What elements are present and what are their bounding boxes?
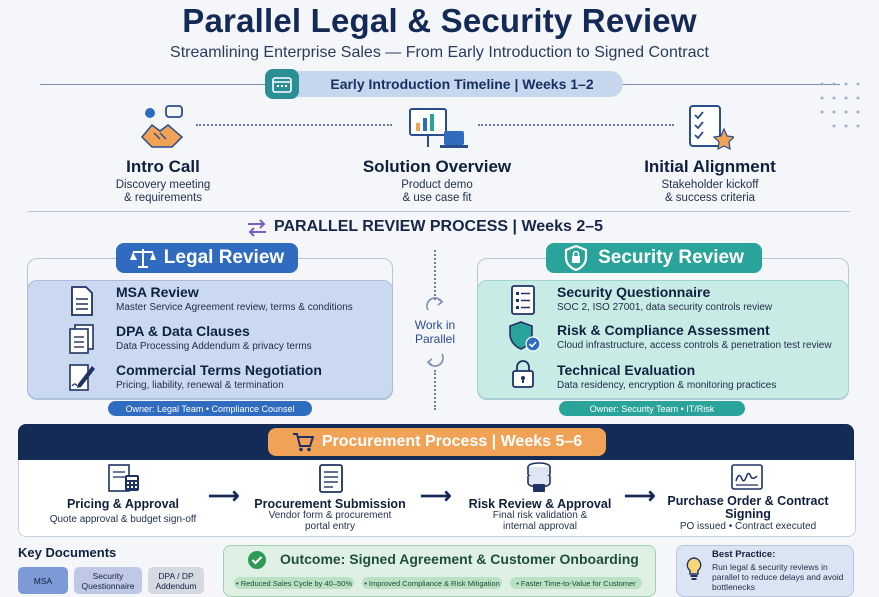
document-icon <box>71 286 93 316</box>
check-circle-icon <box>248 551 266 569</box>
procurement-step-title: Risk Review & Approval <box>468 497 612 511</box>
legal-review-title: Legal Review <box>116 243 298 273</box>
doc-security-questionnaire: Security Questionnaire <box>74 567 142 594</box>
documents-stack-icon <box>69 324 94 354</box>
legal-item-desc: Pricing, liability, renewal & terminatio… <box>116 380 284 391</box>
outcome-chip: • Faster Time-to-Value for Customer <box>510 577 642 589</box>
swap-arrows-icon <box>248 219 266 237</box>
checklist-star-icon <box>689 105 734 151</box>
contract-pen-icon <box>69 364 95 391</box>
calculator-document-icon <box>108 464 139 492</box>
work-in-parallel-line1: Work in <box>414 318 456 332</box>
page-subtitle: Streamlining Enterprise Sales — From Ear… <box>170 44 709 61</box>
security-item-desc: Data residency, encryption & monitoring … <box>557 380 777 391</box>
best-practice-panel <box>676 545 854 597</box>
security-review-title-text: Security Review <box>598 247 744 268</box>
timeline-connector <box>478 124 674 126</box>
outcome-chip: • Improved Compliance & Risk Mitigation <box>362 577 502 589</box>
stage-desc: Stakeholder kickoff <box>661 179 759 191</box>
procurement-step-title: Signing <box>725 507 771 521</box>
scales-icon <box>129 249 156 268</box>
procurement-step-desc: Vendor form & procurement <box>268 510 392 521</box>
security-item-title: Technical Evaluation <box>557 362 696 378</box>
security-item-title: Security Questionnaire <box>557 284 711 300</box>
stage-desc: Discovery meeting <box>115 179 211 191</box>
parallel-connector <box>434 370 436 410</box>
questionnaire-icon <box>511 285 535 315</box>
handshake-icon <box>140 105 184 148</box>
lightbulb-icon <box>686 557 702 580</box>
security-review-title: Security Review <box>546 243 762 273</box>
stage-desc: & requirements <box>124 192 202 204</box>
section-divider <box>28 211 850 212</box>
doc-msa: MSA <box>18 567 68 594</box>
cycle-arrow-icon <box>426 353 444 367</box>
security-item-title: Risk & Compliance Assessment <box>557 322 770 338</box>
signature-icon <box>731 464 763 490</box>
form-document-icon <box>319 464 343 493</box>
outcome-title: Outcome: Signed Agreement & Customer Onb… <box>280 551 639 567</box>
procurement-step-title: Pricing & Approval <box>66 497 180 511</box>
work-in-parallel-label: Work in Parallel <box>410 318 460 346</box>
timeline-label: Early Introduction Timeline | Weeks 1–2 <box>265 69 623 99</box>
right-arrow-icon: ⟶ <box>420 483 452 508</box>
legal-review-title-text: Legal Review <box>163 247 285 268</box>
stage-title: Initial Alignment <box>644 157 776 176</box>
page-title: Parallel Legal & Security Review <box>182 2 697 39</box>
work-in-parallel-line2: Parallel <box>414 332 456 346</box>
best-practice-text: Run legal & security reviews in parallel… <box>712 562 844 592</box>
cycle-arrow-icon <box>426 297 444 311</box>
shield-icon <box>565 245 588 271</box>
outcome-chip: • Reduced Sales Cycle by 40–50% <box>234 577 354 589</box>
dot-grid-decoration <box>820 82 860 128</box>
procurement-step-title: Purchase Order & Contract <box>667 494 829 508</box>
right-arrow-icon: ⟶ <box>624 483 656 508</box>
presentation-icon <box>409 108 468 148</box>
doc-dpa: DPA / DP Addendum <box>148 567 204 594</box>
security-item-desc: Cloud infrastructure, access controls & … <box>557 340 832 351</box>
legal-owner-badge: Owner: Legal Team • Compliance Counsel <box>108 401 312 416</box>
parallel-connector <box>434 250 436 300</box>
procurement-step-desc: Quote approval & budget sign-off <box>49 514 197 525</box>
stage-desc: & use case fit <box>402 192 472 204</box>
database-stack-icon <box>527 462 551 492</box>
legal-item-title: Commercial Terms Negotiation <box>116 362 322 378</box>
parallel-heading: PARALLEL REVIEW PROCESS | Weeks 2–5 <box>274 218 604 235</box>
calendar-icon <box>265 69 299 99</box>
procurement-title: Procurement Process | Weeks 5–6 <box>268 428 606 456</box>
stage-desc: Product demo <box>401 179 473 191</box>
procurement-step-desc: internal approval <box>503 521 577 532</box>
procurement-step-desc: portal entry <box>304 521 356 532</box>
timeline-connector <box>196 124 392 126</box>
stage-desc: & success criteria <box>664 192 756 204</box>
key-documents-label: Key Documents <box>18 545 117 560</box>
cart-icon <box>292 433 314 452</box>
legal-item-title: MSA Review <box>116 284 199 300</box>
best-practice-title: Best Practice: <box>712 549 776 560</box>
procurement-panel <box>18 460 856 537</box>
right-arrow-icon: ⟶ <box>208 483 240 508</box>
procurement-title-text: Procurement Process | Weeks 5–6 <box>321 433 583 450</box>
legal-item-desc: Data Processing Addendum & privacy terms <box>116 341 312 352</box>
security-item-desc: SOC 2, ISO 27001, data security controls… <box>557 302 773 313</box>
procurement-step-desc: PO issued • Contract executed <box>679 521 817 532</box>
stage-title: Intro Call <box>126 157 200 176</box>
legal-item-title: DPA & Data Clauses <box>116 323 250 339</box>
stage-title: Solution Overview <box>362 157 512 176</box>
procurement-step-title: Procurement Submission <box>254 497 406 511</box>
legal-item-desc: Master Service Agreement review, terms &… <box>116 302 353 313</box>
lock-icon <box>512 360 534 388</box>
procurement-step-desc: Final risk validation & <box>492 510 588 521</box>
timeline-label-text: Early Introduction Timeline | Weeks 1–2 <box>330 76 594 92</box>
security-owner-badge: Owner: Security Team • IT/Risk <box>559 401 745 416</box>
shield-check-icon <box>509 321 541 352</box>
